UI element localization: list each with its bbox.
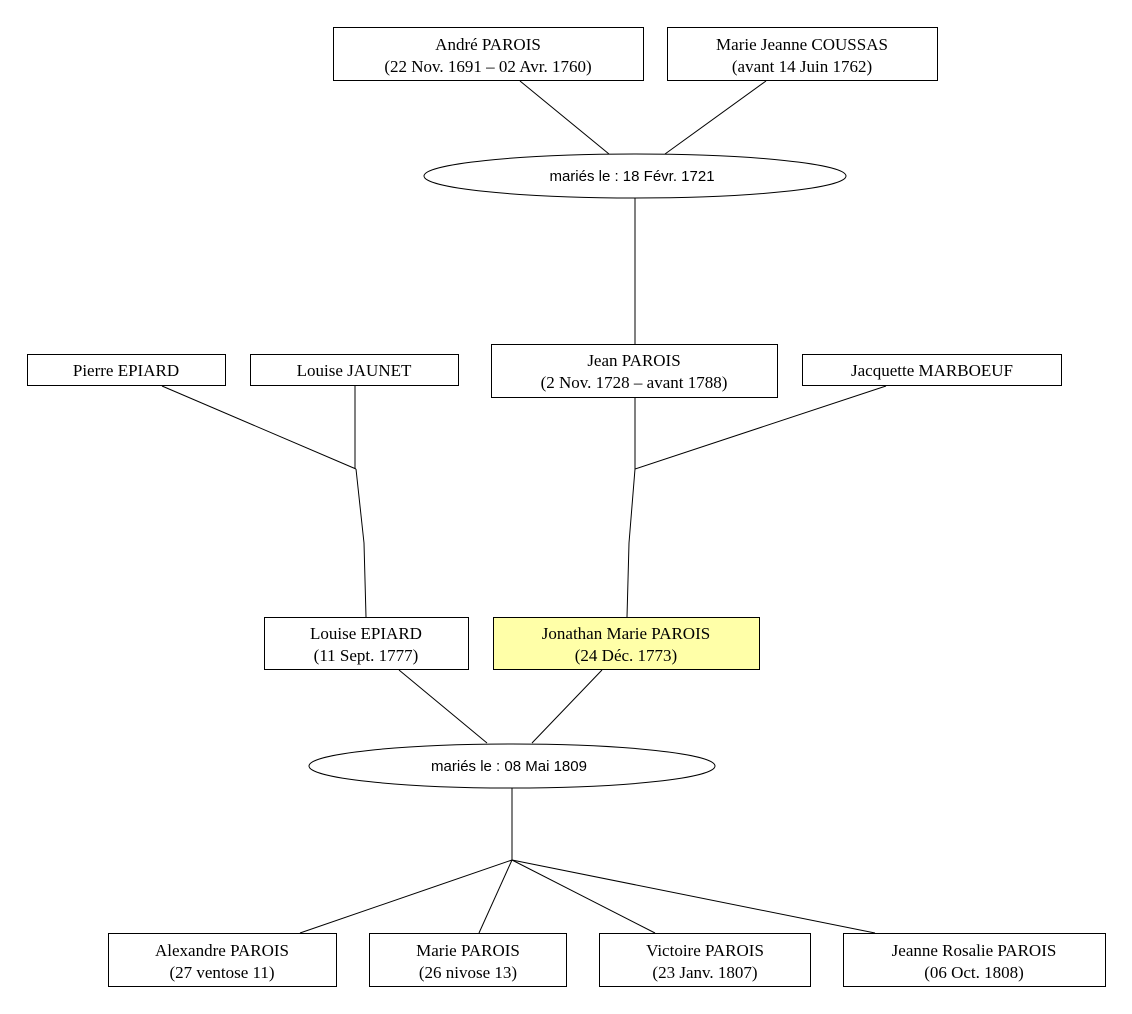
edge-mariejeanne-to-m1721 [664,80,767,155]
person-name: Louise JAUNET [297,361,412,380]
person-box-louise-epiard: Louise EPIARD (11 Sept. 1777) [264,617,469,670]
person-dates: (22 Nov. 1691 – 02 Avr. 1760) [384,57,591,76]
person-box-jacquette: Jacquette MARBOEUF [802,354,1062,386]
person-box-marie-jeanne: Marie Jeanne COUSSAS (avant 14 Juin 1762… [667,27,938,81]
edge-pierre-to-join [161,385,357,470]
marriage-node-1721: mariés le : 18 Févr. 1721 [423,153,847,199]
person-box-marie: Marie PAROIS (26 nivose 13) [369,933,567,987]
person-dates: (23 Janv. 1807) [652,963,757,982]
person-name: Jacquette MARBOEUF [851,361,1013,380]
marriage-node-1809: mariés le : 08 Mai 1809 [308,743,716,789]
person-dates: (27 ventose 11) [169,963,274,982]
edge-join-to-louiseepiard [355,468,367,618]
person-box-victoire: Victoire PAROIS (23 Janv. 1807) [599,933,811,987]
edge-hub-to-jeannerosalie [511,859,876,934]
person-box-jonathan: Jonathan Marie PAROIS (24 Déc. 1773) [493,617,760,670]
person-dates: (24 Déc. 1773) [575,646,677,665]
person-box-jeanne-rosalie: Jeanne Rosalie PAROIS (06 Oct. 1808) [843,933,1106,987]
edge-jonathan-to-m1809 [531,669,603,744]
person-box-pierre: Pierre EPIARD [27,354,226,386]
person-dates: (11 Sept. 1777) [314,646,419,665]
person-name: Marie Jeanne COUSSAS [716,35,888,54]
person-dates: (26 nivose 13) [419,963,517,982]
marriage-label: mariés le : 08 Mai 1809 [431,758,587,775]
person-box-jean: Jean PAROIS (2 Nov. 1728 – avant 1788) [491,344,778,398]
person-box-louise-jaunet: Louise JAUNET [250,354,459,386]
edge-hub-to-marie [478,859,513,934]
person-dates: (2 Nov. 1728 – avant 1788) [541,373,728,392]
person-name: Pierre EPIARD [73,361,179,380]
person-name: Jonathan Marie PAROIS [542,624,710,643]
connector-lines [161,80,887,934]
person-box-alexandre: Alexandre PAROIS (27 ventose 11) [108,933,337,987]
person-dates: (avant 14 Juin 1762) [732,57,872,76]
edge-andre-to-m1721 [519,80,610,155]
person-name: Jeanne Rosalie PAROIS [892,941,1057,960]
person-name: Jean PAROIS [587,351,680,370]
marriage-label: mariés le : 18 Févr. 1721 [549,168,714,185]
edge-jacquette-to-join [634,385,887,470]
person-name: Marie PAROIS [416,941,520,960]
person-name: Louise EPIARD [310,624,422,643]
person-dates: (06 Oct. 1808) [924,963,1024,982]
edge-join-to-jonathan [626,468,636,618]
person-name: Alexandre PAROIS [155,941,289,960]
person-name: Victoire PAROIS [646,941,764,960]
edge-louiseepiard-to-m1809 [398,669,488,744]
edge-hub-to-victoire [511,859,656,934]
person-box-andre: André PAROIS (22 Nov. 1691 – 02 Avr. 176… [333,27,644,81]
edge-hub-to-alexandre [299,859,513,934]
person-name: André PAROIS [435,35,541,54]
